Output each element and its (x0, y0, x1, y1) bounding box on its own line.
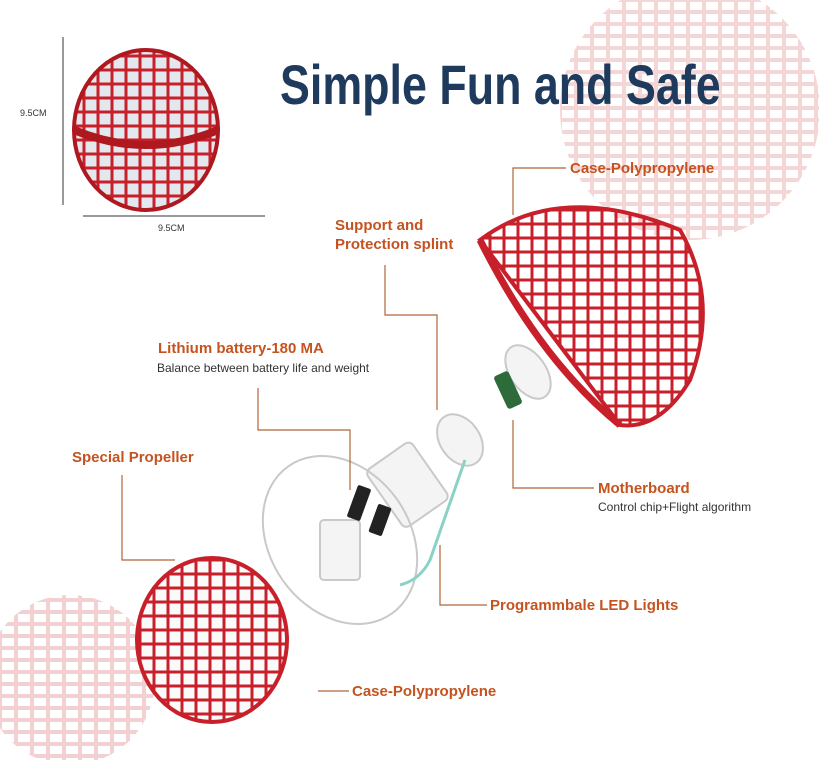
page-title: Simple Fun and Safe (280, 53, 721, 116)
label-motherboard-sub: Control chip+Flight algorithm (598, 500, 752, 514)
label-motherboard: Motherboard (598, 480, 690, 497)
label-support-line1: Support and (335, 217, 424, 234)
motherboard-part (494, 371, 522, 409)
faded-ball-top-right (560, 0, 819, 240)
label-led: Programmbale LED Lights (490, 597, 679, 614)
label-support: Support and Protection splint (335, 216, 453, 254)
label-battery: Lithium battery-180 MA (158, 340, 324, 357)
product-ball-image (72, 48, 220, 212)
top-case-shell (476, 205, 705, 428)
label-case-bottom: Case-Polypropylene (352, 683, 497, 700)
led-strip (399, 459, 467, 587)
label-battery-sub: Balance between battery life and weight (157, 361, 370, 375)
battery-part (347, 485, 371, 521)
height-dimension-label: 9.5CM (20, 108, 47, 118)
label-support-line2: Protection splint (335, 236, 454, 253)
propeller-assembly (261, 344, 552, 625)
label-case-top: Case-Polypropylene (570, 160, 715, 177)
width-dimension-label: 9.5CM (158, 223, 185, 233)
battery-part-2 (368, 504, 392, 536)
faded-ball-bottom-left (0, 595, 155, 760)
leader-lines (121, 167, 594, 692)
label-propeller: Special Propeller (72, 449, 194, 466)
bottom-case-shell (135, 556, 289, 724)
